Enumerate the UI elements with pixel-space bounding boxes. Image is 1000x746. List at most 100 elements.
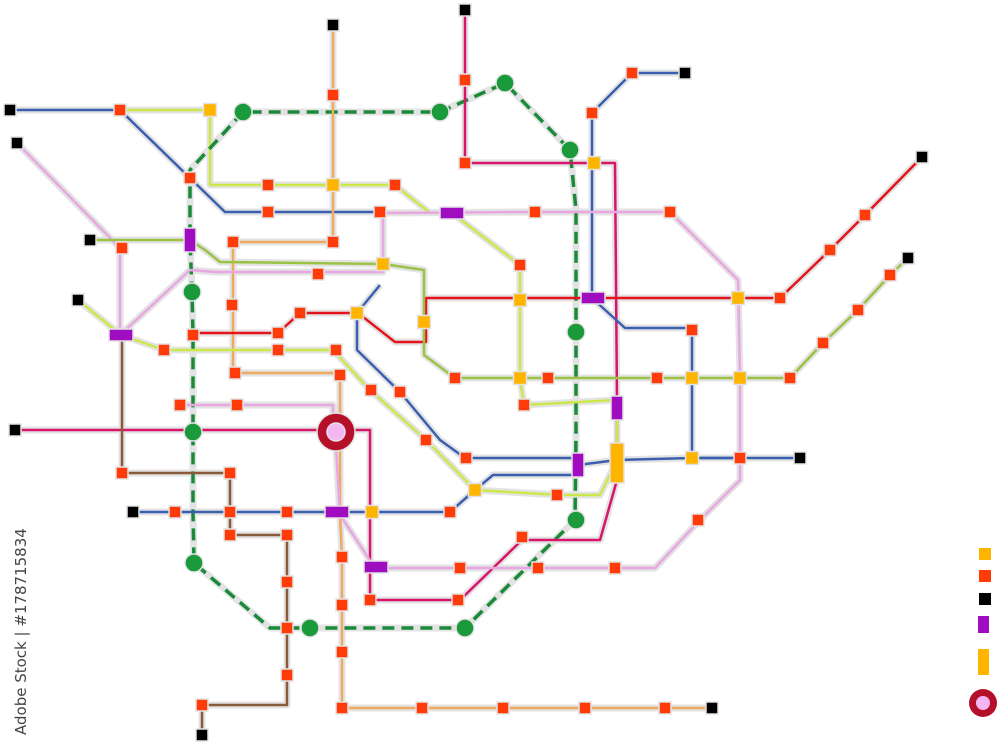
station xyxy=(858,208,872,222)
station xyxy=(550,488,564,502)
green-line-station xyxy=(183,422,203,442)
terminus-station xyxy=(195,728,209,742)
transfer-station xyxy=(730,290,746,306)
station xyxy=(517,398,531,412)
line-orange-north xyxy=(231,25,712,710)
station xyxy=(326,88,340,102)
station xyxy=(513,258,527,272)
station xyxy=(883,268,897,282)
legend-station-icon xyxy=(979,570,991,582)
transfer-station xyxy=(732,370,748,386)
watermark-text: Adobe Stock | #178715834 xyxy=(12,528,30,735)
green-line-station xyxy=(233,102,253,122)
transfer-station xyxy=(416,314,432,330)
station xyxy=(458,156,472,170)
line-pink-hub-halo xyxy=(180,401,337,430)
line-lime-north xyxy=(120,108,431,214)
terminus-station xyxy=(705,701,719,715)
watermark: Adobe Stock | #178715834 xyxy=(12,515,34,735)
green-line-station xyxy=(495,73,515,93)
transfer-station xyxy=(467,482,483,498)
station xyxy=(225,298,239,312)
terminus-station xyxy=(326,18,340,32)
green-line-station xyxy=(184,553,204,573)
interchange-station xyxy=(580,291,606,305)
line-blue-central-halo xyxy=(133,454,740,516)
station xyxy=(733,451,747,465)
interchange-station xyxy=(324,505,350,519)
station xyxy=(823,243,837,257)
station xyxy=(335,645,349,659)
green-line-station xyxy=(455,618,475,638)
station xyxy=(183,171,197,185)
terminus-station xyxy=(3,103,17,117)
green-line-station xyxy=(182,282,202,302)
line-olive-east-halo xyxy=(90,236,911,382)
station xyxy=(608,561,622,575)
station xyxy=(280,505,294,519)
transfer-station xyxy=(586,155,602,171)
station xyxy=(333,368,347,382)
line-blue-east xyxy=(590,71,800,460)
station xyxy=(115,241,129,255)
station xyxy=(335,701,349,715)
transfer-station xyxy=(325,177,341,193)
station xyxy=(168,505,182,519)
station xyxy=(226,235,240,249)
station xyxy=(373,205,387,219)
terminus-station xyxy=(458,3,472,17)
green-line-station xyxy=(560,140,580,160)
interchange-station xyxy=(439,206,465,220)
station xyxy=(528,205,542,219)
interchange-station xyxy=(108,328,134,342)
station xyxy=(851,303,865,317)
station xyxy=(195,698,209,712)
legend-long-interchange-icon xyxy=(978,649,989,675)
station xyxy=(186,328,200,342)
station xyxy=(658,701,672,715)
station xyxy=(415,701,429,715)
station xyxy=(223,505,237,519)
transfer-station xyxy=(349,305,365,321)
station xyxy=(280,621,294,635)
legend-transfer-station-icon xyxy=(979,548,991,560)
station xyxy=(443,505,457,519)
station xyxy=(585,106,599,120)
station xyxy=(228,366,242,380)
station xyxy=(115,466,129,480)
terminus-station xyxy=(8,423,22,437)
station xyxy=(271,343,285,357)
station xyxy=(113,103,127,117)
station xyxy=(280,528,294,542)
station xyxy=(663,205,677,219)
station xyxy=(261,205,275,219)
station xyxy=(335,550,349,564)
transfer-station xyxy=(364,504,380,520)
long-interchange-station xyxy=(609,442,625,484)
station xyxy=(541,371,555,385)
transfer-station xyxy=(512,370,528,386)
station xyxy=(280,575,294,589)
station xyxy=(335,598,349,612)
station xyxy=(280,668,294,682)
station xyxy=(261,178,275,192)
line-pink-hub xyxy=(180,403,335,430)
green-line-station xyxy=(566,322,586,342)
terminus-station xyxy=(83,233,97,247)
transfer-station xyxy=(202,102,218,118)
station xyxy=(329,343,343,357)
green-line-station xyxy=(430,102,450,122)
green-line-station xyxy=(566,510,586,530)
station xyxy=(271,326,285,340)
terminus-station xyxy=(678,66,692,80)
station xyxy=(515,530,529,544)
station xyxy=(453,561,467,575)
station xyxy=(685,323,699,337)
line-olive-east xyxy=(90,238,909,380)
station xyxy=(388,178,402,192)
metro-stations xyxy=(3,3,929,742)
transfer-station xyxy=(375,256,391,272)
station xyxy=(459,451,473,465)
station xyxy=(223,528,237,542)
